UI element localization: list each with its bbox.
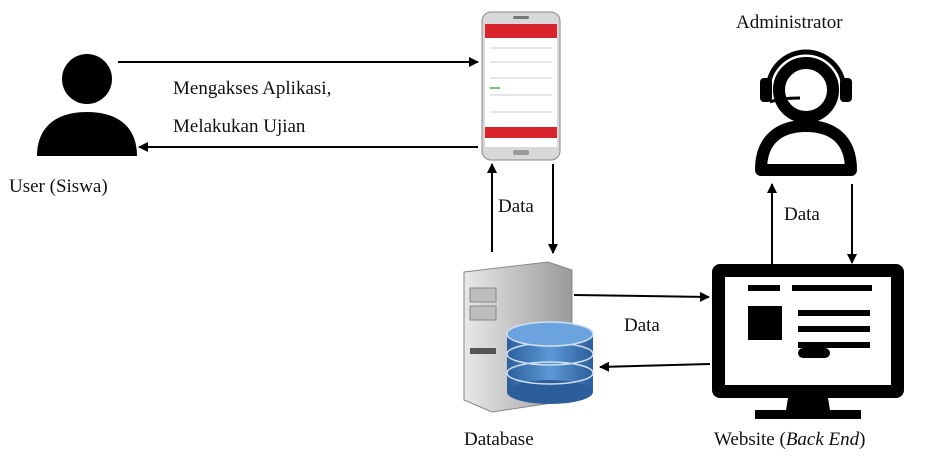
edge-label-user-phone-line2: Melakukan Ujian [173, 116, 306, 137]
administrator-label: Administrator [736, 12, 843, 33]
website-label-suffix: ) [859, 429, 866, 450]
database-server-icon [463, 261, 594, 413]
smartphone-app-icon [481, 11, 561, 161]
arrow-database-to-website [573, 291, 710, 302]
edge-label-admin-website: Data [784, 204, 820, 225]
website-label: Website (Back End) [714, 429, 865, 451]
website-label-prefix: Website ( [714, 429, 786, 450]
edge-label-database-website: Data [624, 315, 660, 336]
monitor-website-icon [712, 264, 904, 419]
user-label: User (Siswa) [9, 176, 108, 197]
person-icon [37, 54, 137, 156]
headset-admin-icon [755, 49, 857, 176]
arrow-website-to-database [599, 361, 711, 372]
website-label-italic: Back End [785, 429, 860, 450]
edge-label-phone-database: Data [498, 196, 534, 217]
edge-label-user-phone-line1: Mengakses Aplikasi, [173, 78, 332, 99]
database-label: Database [464, 429, 534, 450]
